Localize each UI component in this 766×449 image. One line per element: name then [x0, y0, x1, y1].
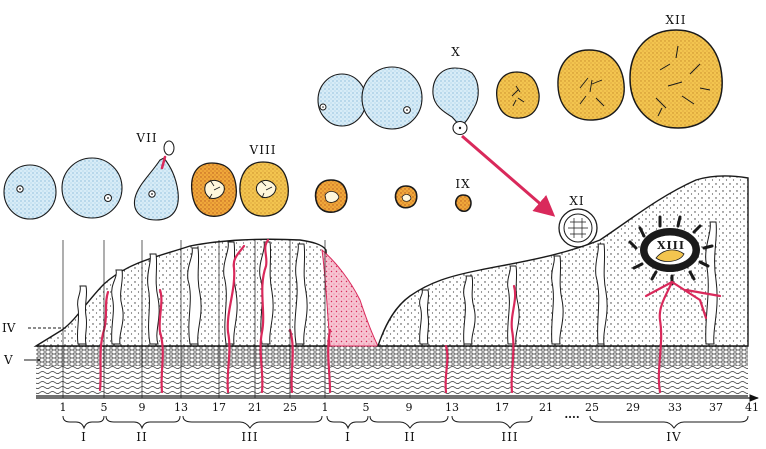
tick-label: 5 — [101, 401, 108, 414]
label-x: X — [451, 45, 461, 59]
label-ix: IX — [455, 177, 470, 191]
follicle — [317, 73, 367, 127]
menstrual-shedding — [321, 248, 379, 347]
functional-layer — [33, 238, 331, 347]
basal-layer — [36, 346, 748, 366]
follicle — [361, 66, 423, 130]
implanted-embryo — [628, 215, 714, 286]
follicle — [61, 157, 123, 219]
day-gridlines — [62, 240, 326, 398]
follicle-row-2 — [317, 29, 723, 136]
labels: VII VIII IX X XI XII XIII IV V 1 5 9 13 … — [2, 13, 759, 444]
tick-label: 21 — [248, 401, 262, 414]
phase-label: III — [501, 430, 518, 444]
tick-label: 21 — [539, 401, 553, 414]
corpus-luteum — [496, 71, 540, 119]
tick-label: 17 — [495, 401, 509, 414]
tick-label: 13 — [445, 401, 459, 414]
phase-label: IV — [666, 430, 681, 444]
phase-label: II — [136, 430, 147, 444]
continuation-marker: .... — [564, 408, 579, 421]
tube-transport-arrow — [461, 134, 556, 217]
follicle-row-1 — [3, 140, 472, 221]
tick-label: 13 — [174, 401, 188, 414]
blastocyst — [558, 208, 598, 248]
tick-label: 9 — [139, 401, 146, 414]
released-oocyte — [163, 140, 175, 156]
phase-label: II — [404, 430, 415, 444]
tick-label: 1 — [322, 401, 329, 414]
phase-label: I — [345, 430, 351, 444]
tick-label: 17 — [212, 401, 226, 414]
phase-label: I — [81, 430, 87, 444]
label-xi: XI — [569, 194, 584, 208]
tick-label: 9 — [406, 401, 413, 414]
corpus-luteum-mature — [629, 29, 723, 129]
tick-label: 33 — [668, 401, 682, 414]
label-xii: XII — [665, 13, 686, 27]
phase-braces — [62, 415, 749, 430]
side-pointers — [24, 327, 66, 361]
corpus-albicans-small — [454, 194, 472, 213]
tick-label: 25 — [283, 401, 297, 414]
ruptured-follicle — [432, 67, 479, 127]
label-v-side: V — [3, 353, 13, 367]
label-viii: VIII — [249, 143, 277, 157]
tick-label: 1 — [60, 401, 67, 414]
tick-label: 29 — [626, 401, 640, 414]
endometrium-section — [33, 175, 749, 397]
label-vii: VII — [135, 131, 157, 145]
follicle — [3, 164, 57, 220]
myometrium — [36, 366, 748, 396]
ruptured-follicle — [133, 157, 179, 221]
tick-label: 37 — [709, 401, 723, 414]
phase-label: III — [241, 430, 258, 444]
tick-label: 41 — [745, 401, 759, 414]
label-xiii: XIII — [657, 239, 685, 252]
tick-label: 5 — [363, 401, 370, 414]
tick-label: 25 — [585, 401, 599, 414]
label-iv-side: IV — [2, 321, 16, 335]
